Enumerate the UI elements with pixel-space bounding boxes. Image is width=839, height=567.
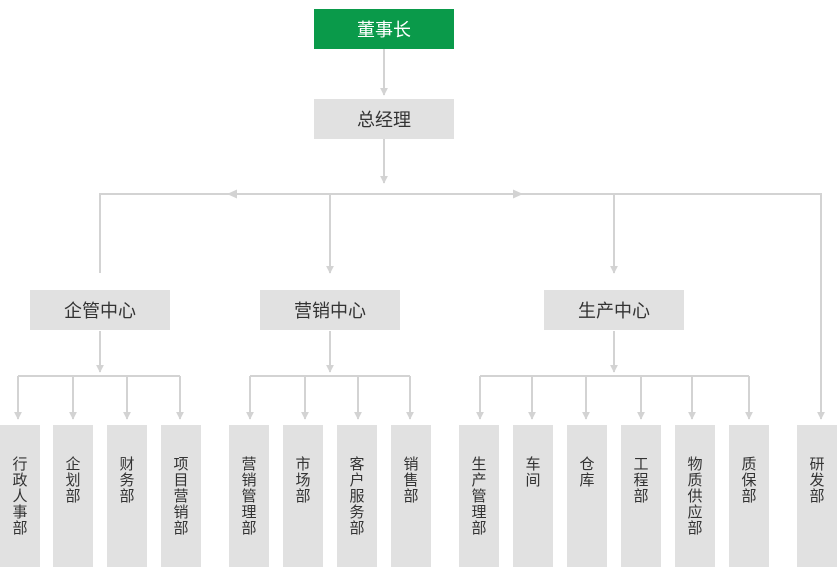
center-label: 企管中心 [64,301,136,322]
dept-marketing-management: 营销管理部 [229,425,269,567]
dept-label: 项目营销部 [173,455,189,537]
dept-research-development: 研发部 [797,425,837,567]
center-label: 营销中心 [294,301,366,322]
dept-sales: 销售部 [391,425,431,567]
dept-label: 车间 [525,455,541,489]
dept-material-supply: 物质供应部 [675,425,715,567]
dept-engineering: 工程部 [621,425,661,567]
dept-finance: 财务部 [107,425,147,567]
general-manager-box: 总经理 [314,99,454,139]
dept-label: 企划部 [65,455,81,505]
dept-warehouse: 仓库 [567,425,607,567]
dept-production-management: 生产管理部 [459,425,499,567]
center-label: 生产中心 [578,301,650,322]
dept-label: 生产管理部 [471,455,487,537]
general-manager-label: 总经理 [357,110,411,131]
dept-customer-service: 客户服务部 [337,425,377,567]
dept-label: 财务部 [119,455,135,505]
center-enterprise-management: 企管中心 [30,290,170,330]
dept-label: 行政人事部 [12,455,28,537]
dept-planning: 企划部 [53,425,93,567]
center-production: 生产中心 [544,290,684,330]
dept-label: 研发部 [809,455,825,505]
chairman-label: 董事长 [357,20,411,41]
dept-label: 质保部 [741,455,757,505]
dept-project-marketing: 项目营销部 [161,425,201,567]
dept-workshop: 车间 [513,425,553,567]
dept-label: 销售部 [403,455,419,505]
center-marketing: 营销中心 [260,290,400,330]
dept-label: 市场部 [295,455,311,505]
dept-label: 仓库 [579,455,595,489]
dept-label: 营销管理部 [241,455,257,537]
dept-market: 市场部 [283,425,323,567]
dept-admin-hr: 行政人事部 [0,425,40,567]
dept-label: 物质供应部 [687,455,703,537]
dept-label: 工程部 [633,455,649,505]
dept-label: 客户服务部 [349,455,365,537]
dept-quality-assurance: 质保部 [729,425,769,567]
chairman-box: 董事长 [314,9,454,49]
